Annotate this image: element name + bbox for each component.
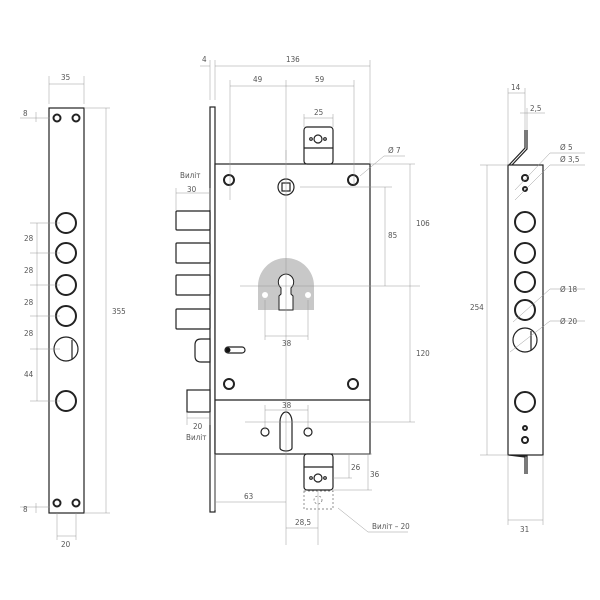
dim-cyl-top: 38 — [282, 339, 292, 348]
mount-holes — [52, 113, 81, 508]
dim-height: 355 — [112, 307, 126, 316]
dim-d35: Ø 3,5 — [560, 154, 579, 164]
right-strip: 14 2,5 Ø 5 Ø 3,5 Ø 18 Ø 20 254 31 — [470, 83, 585, 534]
dim-right-half: 59 — [315, 75, 325, 84]
dim-offset-top: 8 — [23, 109, 28, 118]
main-lock: 4 136 49 59 25 Ø 7 Виліт 30 20 Виліт 106… — [175, 55, 430, 545]
bolts — [175, 210, 211, 413]
bolt-label: Виліт — [180, 171, 200, 180]
dim-d20: Ø 20 — [560, 316, 578, 326]
dim-faceplate: 4 — [202, 55, 207, 64]
dim-hole-gap: 20 — [61, 540, 71, 549]
dim-bolt-throw: 30 — [187, 185, 197, 194]
dim-height: 254 — [470, 303, 484, 312]
dim-tab: 25 — [314, 108, 323, 117]
dim-d5: Ø 5 — [560, 142, 573, 152]
dim-width: 136 — [286, 55, 300, 64]
dim-d18: Ø 18 — [560, 284, 578, 294]
dim-offset: 14 — [511, 83, 521, 92]
dim-thickness: 2,5 — [530, 104, 541, 113]
lower-bolt-label: Виліт — [186, 433, 206, 442]
top-tab — [303, 126, 334, 165]
dim-tab-26: 26 — [351, 463, 361, 472]
dim-width: 35 — [61, 73, 70, 82]
bolt-holes — [53, 212, 79, 412]
dim-spacing: 44 — [24, 370, 34, 379]
dim-h-spindle: 85 — [388, 231, 397, 240]
dim-cyl-bottom: 38 — [282, 401, 292, 410]
dim-width: 31 — [520, 525, 529, 534]
faceplate — [209, 106, 216, 513]
dim-spacing: 28 — [24, 234, 34, 243]
dim-spacing: 28 — [24, 266, 34, 275]
left-strip: 35 8 8 28 28 28 28 44 355 20 — [20, 73, 126, 549]
dim-h-bottom: 120 — [416, 349, 430, 358]
dim-tab-offset: 28,5 — [295, 518, 311, 527]
dim-lower-throw: 20 — [193, 422, 203, 431]
dim-backset: 63 — [244, 492, 253, 501]
dim-spacing: 28 — [24, 329, 34, 338]
bottom-tab — [303, 453, 334, 491]
dim-spacing: 28 — [24, 298, 34, 307]
dim-tab-36: 36 — [370, 470, 380, 479]
tab-ext-label: Виліт – 20 — [372, 522, 410, 531]
dim-hole-dia: Ø 7 — [388, 145, 401, 155]
dim-offset-bottom: 8 — [23, 505, 28, 514]
dim-left-half: 49 — [253, 75, 263, 84]
dim-h-top: 106 — [416, 219, 430, 228]
